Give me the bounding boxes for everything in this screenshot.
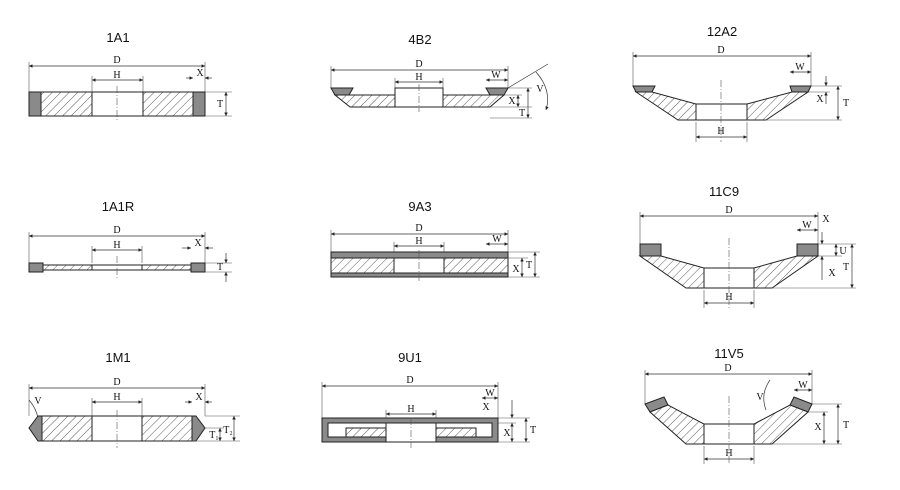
dim-label-d: D: [415, 59, 422, 70]
dim-label-t: T: [843, 98, 849, 109]
dim-label-w: W: [491, 70, 501, 81]
dim-label-x: X: [196, 68, 204, 79]
diagram-9u1: 9U1 D H W X X T: [321, 350, 536, 448]
dim-label-x: X: [482, 402, 490, 413]
diagram-9a3: 9A3 D H W X T: [330, 199, 540, 282]
dim-label-t: T: [530, 425, 536, 436]
dim-label-x: X: [816, 94, 824, 105]
dim-label-d: D: [724, 363, 731, 374]
diagram-title: 1A1R: [102, 199, 135, 214]
dim-label-w: W: [492, 234, 502, 245]
dim-label-h: H: [415, 236, 422, 247]
dim-label-w: W: [485, 388, 495, 399]
dim-label-w: W: [798, 380, 808, 391]
dim-label-w: W: [802, 220, 812, 231]
dim-label-d: D: [113, 377, 120, 388]
diagram-title: 9U1: [398, 350, 422, 365]
dim-label-d: D: [113, 55, 120, 66]
dim-label-v: V: [756, 392, 764, 403]
diagram-1m1: 1M1 D H X V T₁ T₂: [28, 350, 240, 448]
dim-label-x: X: [512, 264, 520, 275]
diagram-title: 12A2: [707, 24, 737, 39]
dim-label-d: D: [725, 205, 732, 216]
dim-label-h: H: [113, 240, 120, 251]
dim-label-h: H: [407, 404, 414, 415]
dim-label-d: D: [415, 223, 422, 234]
dim-label-t: T: [519, 108, 525, 119]
dim-label-v: V: [536, 84, 544, 95]
dim-label-t2: T₂: [223, 425, 233, 436]
diagram-1a1: 1A1 D H X T: [28, 30, 232, 122]
dim-label-x: X: [814, 422, 822, 433]
diagram-title: 11C9: [709, 184, 739, 199]
diagram-4b2: 4B2 D H W X T V: [330, 32, 549, 119]
dim-label-x: X: [508, 96, 516, 107]
dim-label-h: H: [415, 72, 422, 83]
diagram-1a1r: 1A1R D H X T: [28, 199, 232, 282]
diagram-title: 4B2: [408, 32, 431, 47]
dim-label-h: H: [113, 70, 120, 81]
dim-label-d: D: [406, 375, 413, 386]
diagram-12a2: 12A2 D W H X T: [632, 24, 849, 142]
diagram-title: 1A1: [106, 30, 129, 45]
diagram-title: 1M1: [105, 350, 130, 365]
dim-label-d: D: [113, 225, 120, 236]
dim-label-w: W: [795, 62, 805, 73]
dim-label-h: H: [725, 292, 732, 303]
dim-label-t: T: [526, 260, 532, 271]
dim-label-t: T: [843, 420, 849, 431]
dim-label-x: X: [503, 428, 511, 439]
diagram-11c9: 11C9 D W H X U X T: [638, 184, 856, 308]
dim-label-t1: T₁: [209, 430, 219, 441]
dim-label-t: T: [217, 262, 223, 273]
dim-label-d: D: [717, 45, 724, 56]
dim-label-t: T: [217, 99, 223, 110]
dim-label-x: X: [828, 268, 836, 279]
diagram-11v5: 11V5 D W V H X T: [644, 346, 849, 464]
diagram-title: 11V5: [714, 346, 743, 361]
dim-label-v: V: [34, 396, 42, 407]
dim-label-x: X: [194, 238, 202, 249]
dim-label-t: T: [843, 262, 849, 273]
dim-label-x: X: [822, 214, 830, 225]
dim-label-x: X: [195, 392, 203, 403]
diagram-title: 9A3: [408, 199, 431, 214]
dim-label-h: H: [113, 392, 120, 403]
dim-label-u: U: [839, 246, 847, 257]
